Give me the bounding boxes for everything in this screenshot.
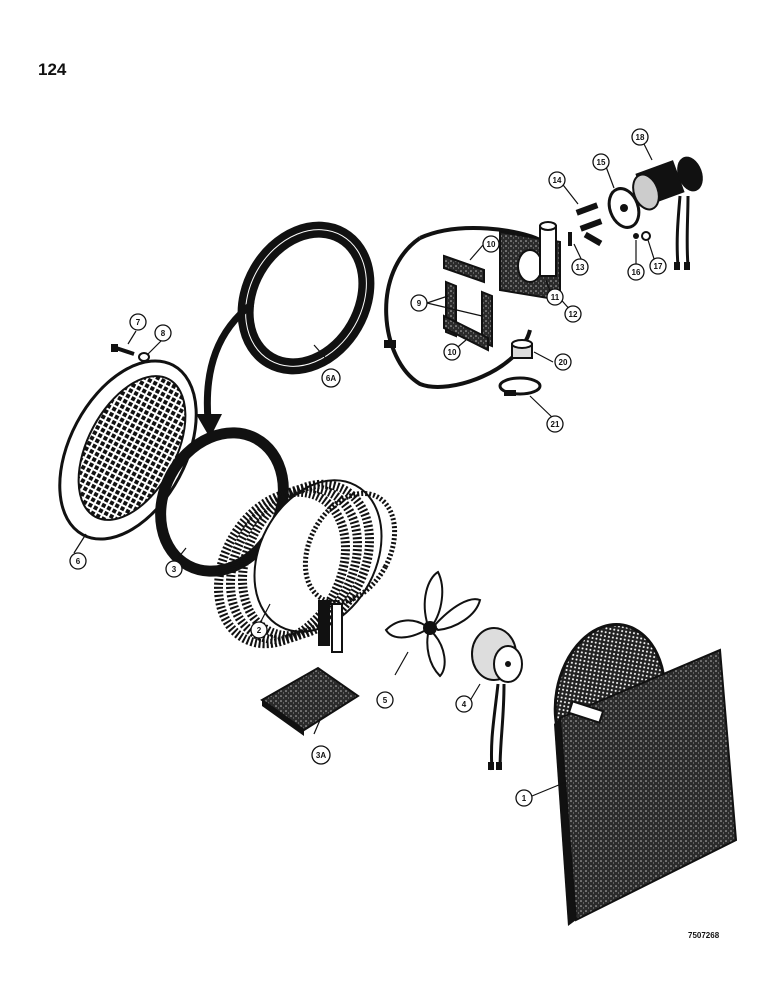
svg-text:16: 16 [632,268,641,277]
callout-10-bottom: 10 [443,343,461,361]
svg-text:20: 20 [559,358,568,367]
fitting-17-part [641,231,651,241]
svg-text:2: 2 [257,626,262,635]
callout-20: 20 [554,353,572,371]
fitting-16-part [633,233,639,239]
callout-15: 15 [592,153,610,171]
callout-2: 2 [250,621,268,639]
svg-text:7: 7 [136,318,141,327]
filter-strips-9-10-part [443,254,493,352]
svg-text:17: 17 [654,262,663,271]
svg-text:6A: 6A [326,374,336,383]
bolt-7-part [111,344,135,356]
svg-text:3A: 3A [316,751,326,760]
callout-14: 14 [548,171,566,189]
callout-8: 8 [154,324,172,342]
fan-blade-5-part [384,570,482,678]
svg-text:4: 4 [462,700,467,709]
svg-text:8: 8 [161,329,166,338]
page-number: 124 [38,60,67,79]
svg-text:21: 21 [551,420,560,429]
callout-9: 9 [410,294,428,312]
callout-3: 3 [165,560,183,578]
rotor-vanes-14-part [568,202,603,247]
hose-clamp-21-part [498,376,542,396]
blower-motor-18-part [632,156,703,270]
leader-lines [73,137,657,797]
svg-text:13: 13 [576,263,585,272]
svg-text:15: 15 [597,158,606,167]
svg-text:9: 9 [417,299,422,308]
svg-text:10: 10 [448,348,457,357]
callout-5: 5 [376,691,394,709]
callout-21: 21 [546,415,564,433]
heater-coil-2-part [213,479,398,653]
callout-11: 11 [546,288,564,306]
svg-text:18: 18 [636,133,645,142]
drawing-number: 7507268 [688,931,720,940]
callout-6a: 6A [321,368,341,388]
callout-17: 17 [649,257,667,275]
callout-13: 13 [571,258,589,276]
svg-text:12: 12 [569,310,578,319]
svg-text:1: 1 [522,794,527,803]
fan-motor-4-part [471,627,523,771]
svg-text:6: 6 [76,557,81,566]
callout-12: 12 [564,305,582,323]
callout-10-top: 10 [482,235,500,253]
callout-6: 6 [69,552,87,570]
svg-text:10: 10 [487,240,496,249]
svg-text:3: 3 [172,565,177,574]
callout-1: 1 [515,789,533,807]
callout-3a: 3A [311,745,331,765]
svg-text:14: 14 [553,176,562,185]
housing-1-part [553,623,738,926]
adapter-plate-11-part [499,221,561,302]
bushing-20-part [511,339,533,359]
filter-pad-3a-part [260,666,360,736]
callout-16: 16 [627,263,645,281]
svg-text:11: 11 [551,293,560,302]
assembly-arrow-head [196,414,222,438]
washer-8-part [138,352,150,362]
svg-text:5: 5 [383,696,388,705]
gasket-6a-part [237,221,375,375]
callout-18: 18 [631,128,649,146]
end-plate-15-part [607,187,641,229]
callout-7: 7 [129,313,147,331]
assembly-arrow [203,301,255,421]
callout-4: 4 [455,695,473,713]
